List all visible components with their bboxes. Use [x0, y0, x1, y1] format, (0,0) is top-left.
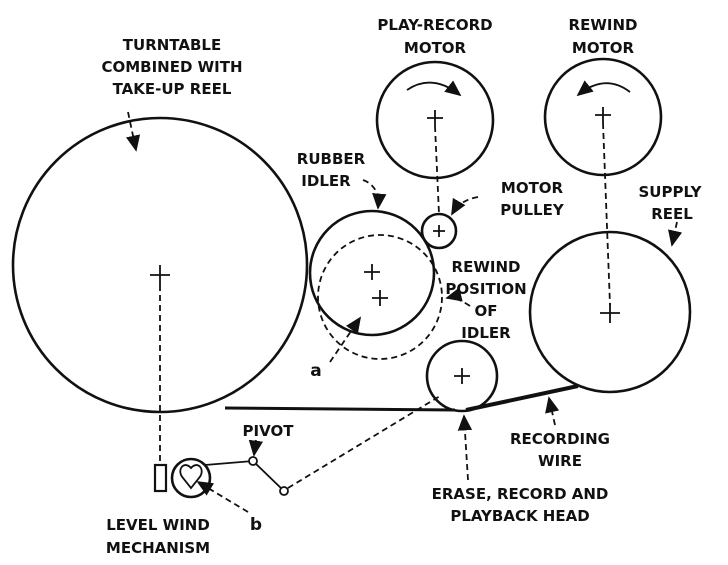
rewind-position-label-4: IDLER [461, 324, 511, 342]
recording-wire-label-1: RECORDING [510, 430, 610, 448]
supply-reel [528, 230, 692, 394]
recording-wire-label-2: WIRE [538, 452, 582, 470]
play-record-motor-label-2: MOTOR [404, 39, 467, 57]
rubber-idler-label-1: RUBBER [297, 150, 366, 168]
supply-reel-label-2: REEL [651, 205, 693, 223]
level-wind-mechanism [153, 285, 441, 499]
rubber-idler [308, 209, 436, 337]
turntable-label-1: TURNTABLE [123, 36, 221, 54]
motor-pulley-label-1: MOTOR [501, 179, 564, 197]
rewind-motor [543, 57, 663, 306]
rewind-position-label-1: REWIND [452, 258, 521, 276]
label-a: a [310, 361, 321, 381]
rewind-position-idler [317, 234, 443, 360]
record-playback-head [425, 339, 499, 413]
rewind-motor-label-1: REWIND [569, 16, 638, 34]
clockwise-arrow-icon [406, 80, 462, 97]
level-wind-label-1: LEVEL WIND [106, 516, 210, 534]
play-record-motor-label-1: PLAY-RECORD [377, 16, 492, 34]
rewind-motor-label-2: MOTOR [572, 39, 635, 57]
level-wind-label-2: MECHANISM [106, 539, 210, 557]
supply-reel-label-1: SUPPLY [638, 183, 702, 201]
rubber-idler-label-2: IDLER [301, 172, 351, 190]
rewind-position-label-3: OF [475, 302, 498, 320]
counterclockwise-arrow-icon [576, 80, 631, 97]
label-b: b [250, 515, 262, 535]
head-label-1: ERASE, RECORD AND [432, 485, 609, 503]
recording-wire [224, 384, 579, 412]
turntable-reel [11, 116, 309, 414]
turntable-label-2: COMBINED WITH [101, 58, 242, 76]
pivot-label: PIVOT [243, 422, 295, 440]
motor-pulley-label-2: PULLEY [500, 201, 565, 219]
head-label-2: PLAYBACK HEAD [450, 507, 589, 525]
motor-pulley [420, 212, 458, 250]
turntable-label-3: TAKE-UP REEL [113, 80, 232, 98]
rewind-position-label-2: POSITION [445, 280, 526, 298]
play-record-motor [375, 60, 495, 215]
